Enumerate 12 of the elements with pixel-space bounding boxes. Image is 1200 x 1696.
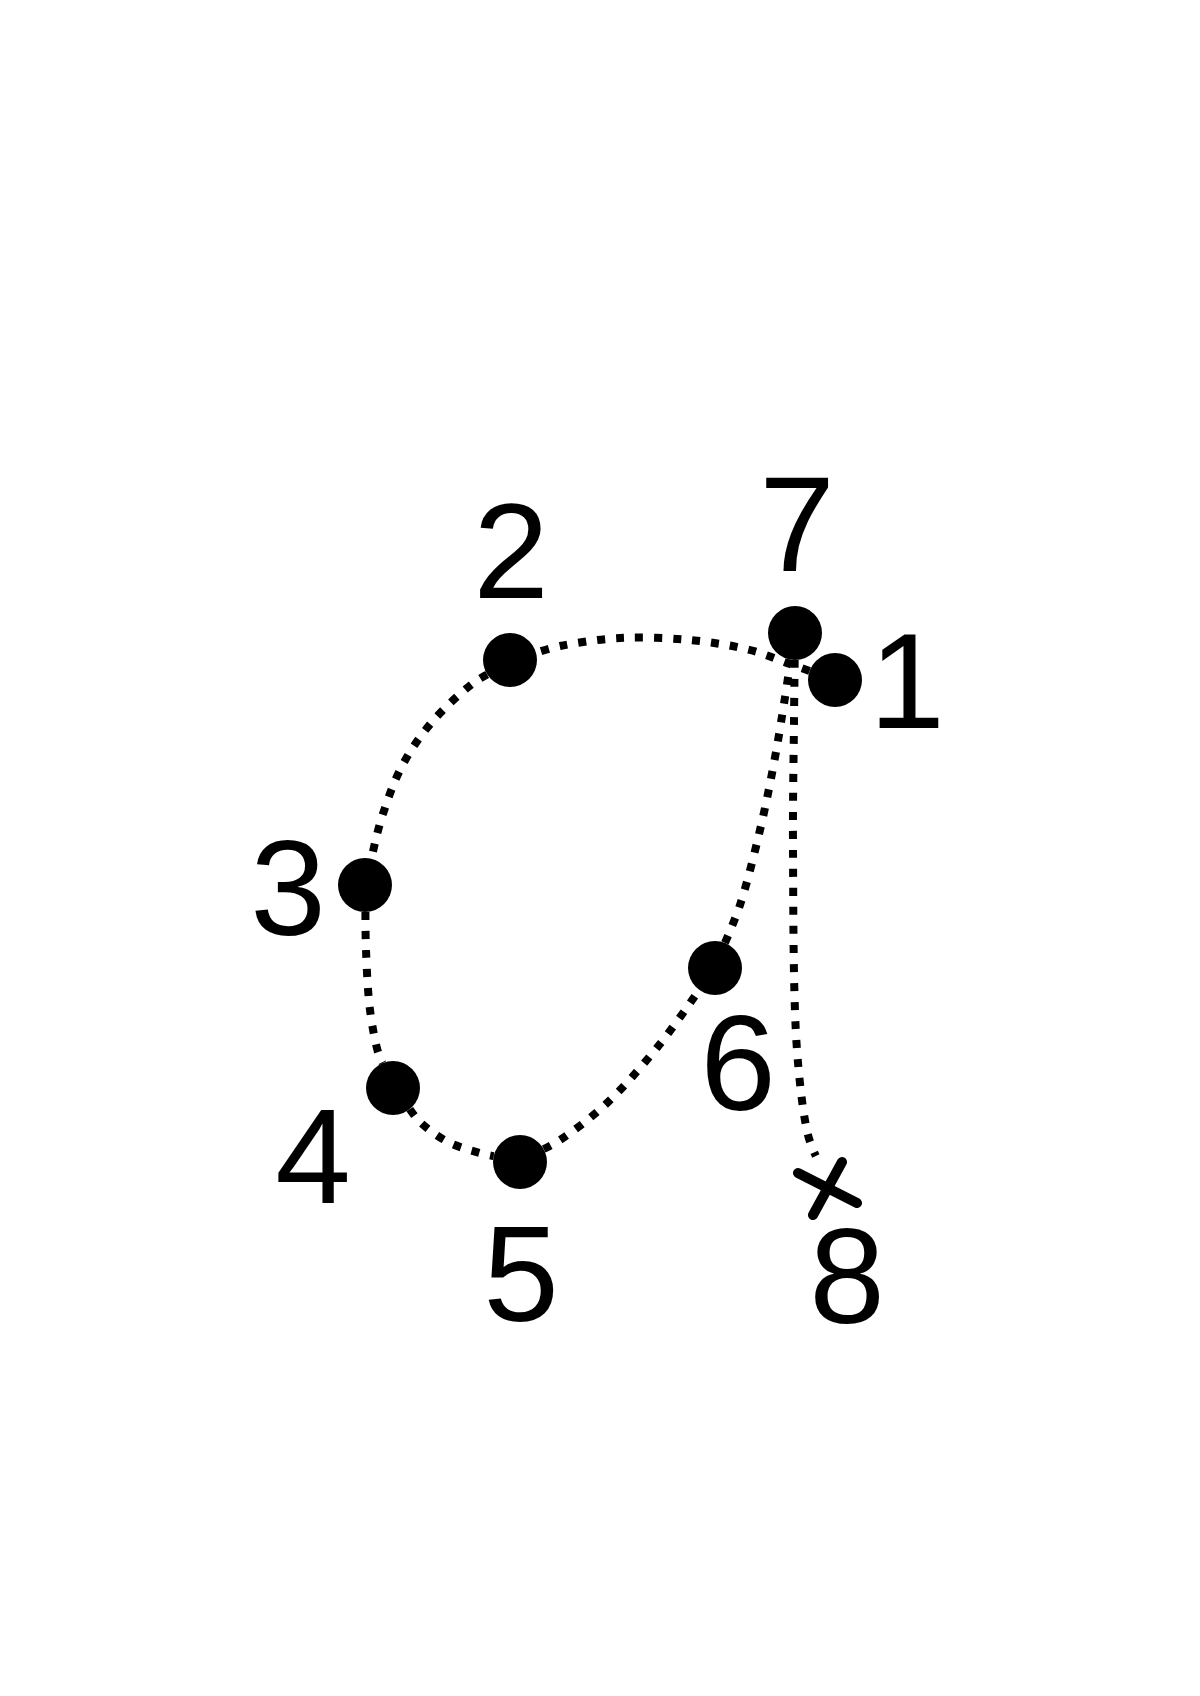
dot-number: 5: [483, 1220, 559, 1329]
dot-number: 4: [275, 1102, 351, 1211]
dot-number: 8: [809, 1222, 885, 1331]
dot-number: 2: [473, 497, 549, 607]
dotted-line: [788, 659, 820, 1158]
dotted-line: [406, 1106, 495, 1160]
dot-number: 1: [869, 627, 945, 737]
dotted-line: [721, 659, 795, 945]
dot-number: 3: [250, 834, 326, 944]
dot-number: 7: [759, 470, 835, 580]
dot-number: 6: [700, 1009, 776, 1118]
dotted-line: [361, 912, 387, 1065]
